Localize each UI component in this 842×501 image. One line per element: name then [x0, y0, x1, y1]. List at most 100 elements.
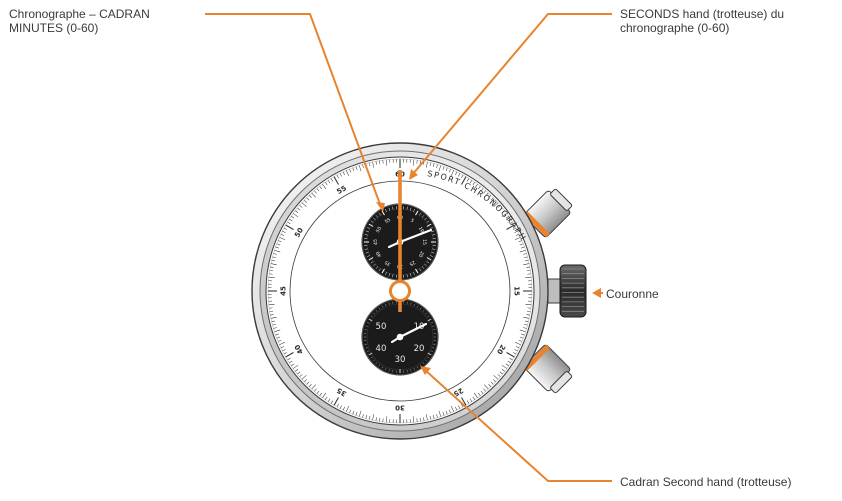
bezel-tick [270, 314, 274, 316]
callout-crown-text: Couronne [606, 287, 659, 301]
bezel-tick [523, 253, 527, 255]
bezel-tick [268, 276, 275, 279]
bezel-tick [336, 403, 339, 408]
upper-subdial-tick [415, 210, 419, 216]
bezel-tick [478, 392, 481, 396]
lower-subdial-tick [410, 302, 412, 305]
bezel-tick [519, 249, 526, 253]
bezel-tick [512, 352, 517, 355]
bezel-tick [308, 384, 312, 387]
lower-subdial-tick [385, 304, 387, 307]
lower-subdial-tick [375, 362, 378, 364]
bezel-tick [349, 168, 352, 173]
bezel-numeral: 20 [495, 343, 507, 356]
bezel-tick [524, 256, 528, 259]
upper-subdial-tick [426, 261, 430, 264]
bezel-tick [291, 216, 295, 219]
lower-subdial-tick [425, 359, 427, 362]
bezel-tick [512, 227, 517, 230]
bezel-tick [505, 363, 509, 366]
lower-subdial-tick [381, 366, 384, 369]
lower-subdial-tick [385, 367, 387, 370]
bezel-tick [319, 392, 322, 396]
bezel-tick [514, 341, 521, 345]
bezel-tick [514, 237, 521, 241]
bezel-tick [327, 398, 331, 402]
bezel-tick [314, 190, 317, 194]
upper-subdial-tick [365, 251, 369, 254]
bezel-tick [472, 396, 475, 400]
upper-subdial-tick [432, 234, 436, 236]
bezel-tick [276, 243, 281, 246]
lower-subdial-tick [370, 356, 373, 359]
upper-subdial-numeral: 35 [384, 259, 392, 267]
bezel-tick [501, 369, 505, 372]
upper-subdial-tick [413, 272, 415, 275]
bezel-tick [289, 360, 293, 364]
lower-subdial-tick [422, 362, 425, 364]
bezel-tick [515, 346, 520, 349]
lower-subdial-tick [365, 347, 368, 349]
callout-chrono-minutes-label: Chronographe – CADRAN MINUTES (0-60) [9, 7, 150, 35]
chrono-seconds-hand [389, 170, 411, 312]
lower-subdial-tick [419, 307, 422, 310]
bezel-tick [282, 349, 286, 352]
bezel-tick [339, 405, 342, 409]
bezel-tick [438, 410, 442, 417]
bezel-tick [445, 410, 448, 415]
upper-subdial-tick [370, 220, 374, 223]
bezel-tick [279, 341, 286, 345]
upper-subdial-tick [424, 217, 427, 221]
upper-subdial-tick [432, 248, 436, 250]
bezel-tick [368, 415, 371, 420]
bezel-tick [358, 165, 362, 172]
bezel-tick [472, 182, 475, 186]
upper-subdial-tick [378, 212, 381, 216]
lower-pusher[interactable] [523, 344, 575, 396]
bezel-tick [429, 415, 432, 420]
upper-subdial-numeral: 25 [408, 259, 416, 267]
lower-subdial-tick [427, 356, 430, 359]
bezel-tick [274, 329, 281, 333]
upper-subdial-numeral: 50 [375, 226, 383, 234]
lower-subdial-numeral: 30 [395, 355, 406, 365]
lower-subdial-tick [430, 322, 433, 324]
bezel-tick [514, 230, 518, 233]
lower-subdial-tick [430, 350, 433, 352]
lower-subdial-tick [427, 352, 432, 356]
upper-subdial-tick [424, 263, 427, 267]
bezel-tick [308, 195, 312, 198]
bezel-tick [316, 188, 320, 192]
bezel-tick [385, 416, 388, 423]
crown[interactable] [547, 264, 587, 318]
bezel-tick [526, 314, 530, 316]
upper-subdial-tick [413, 209, 415, 212]
bezel-tick [342, 171, 345, 176]
upper-subdial-tick [421, 266, 425, 269]
upper-subdial-tick [421, 215, 425, 218]
bezel-tick [268, 303, 275, 306]
bezel-tick [316, 390, 320, 394]
upper-subdial-tick [368, 223, 374, 227]
bezel-tick [478, 186, 481, 190]
bezel-tick [488, 384, 492, 387]
bezel-tick [461, 176, 467, 185]
bezel-tick [311, 192, 316, 198]
bezel-tick [523, 327, 527, 329]
bezel-tick [466, 178, 470, 182]
bezel-tick [368, 162, 371, 167]
bezel-tick [455, 406, 458, 411]
bezel-tick [524, 320, 529, 323]
bezel-tick [466, 400, 470, 404]
bezel-tick [270, 266, 274, 268]
bezel-tick [379, 160, 381, 165]
lower-subdial-tick [416, 305, 419, 308]
upper-pusher[interactable] [523, 186, 575, 238]
bezel-tick [425, 414, 428, 421]
bezel-numeral: 30 [395, 404, 405, 412]
bezel-tick [506, 352, 515, 358]
bezel-tick [525, 303, 532, 306]
bezel-tick [362, 414, 364, 418]
bezel-tick [285, 352, 294, 358]
bezel-tick [279, 237, 286, 241]
